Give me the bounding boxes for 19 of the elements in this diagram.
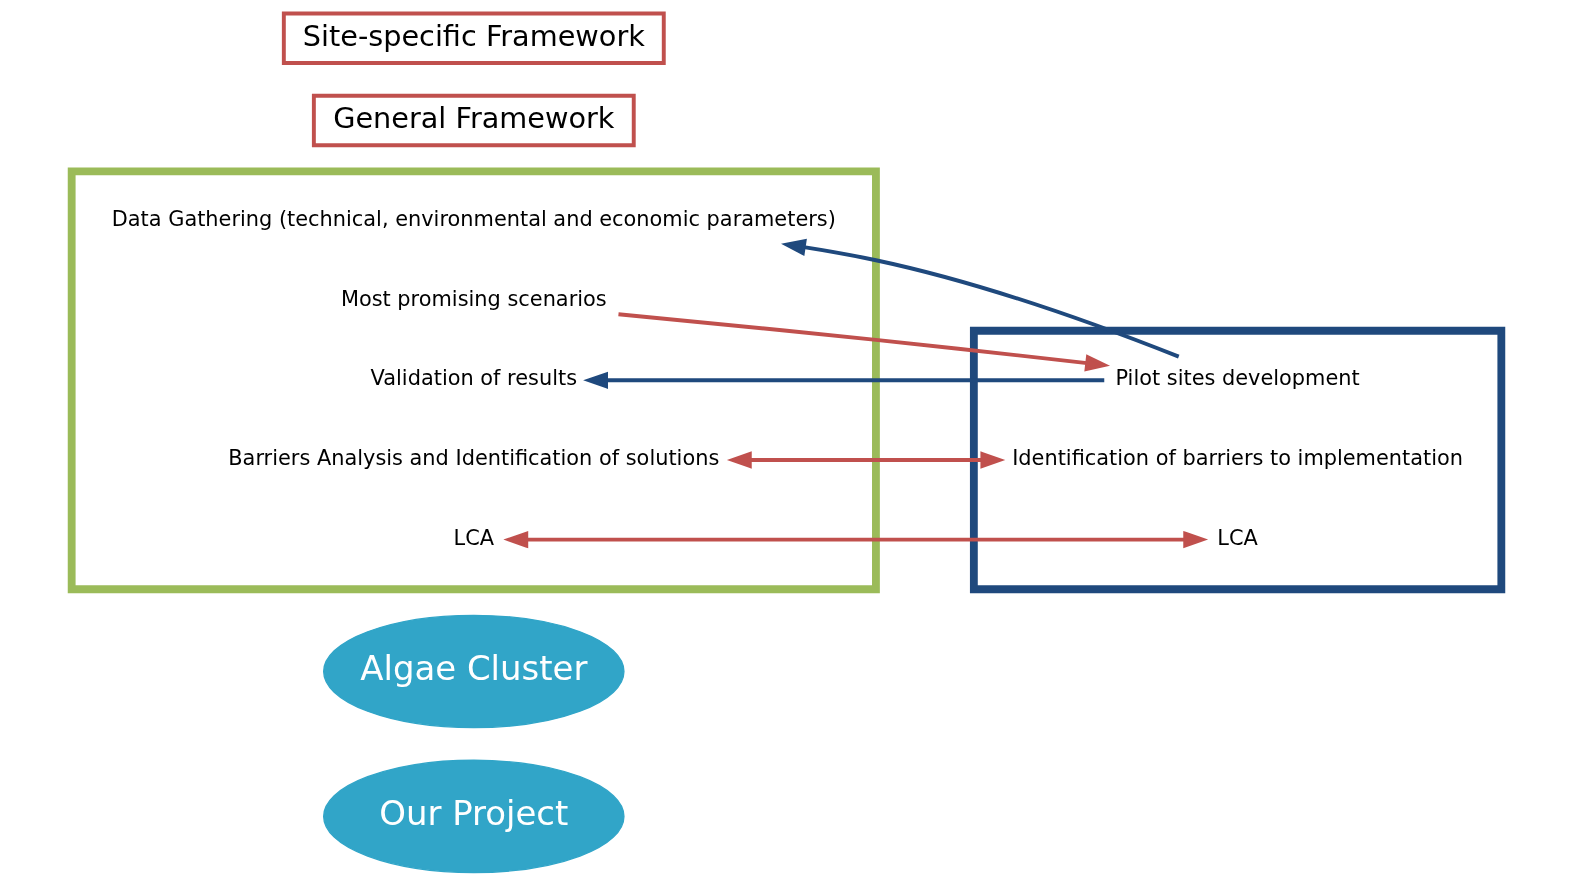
- cluster: [969, 326, 1506, 594]
- arrow: [618, 312, 1111, 372]
- node-ellipse: Algae Cluster: [323, 614, 625, 729]
- cluster: [67, 167, 880, 594]
- node-text: Barriers Analysis and Identification of solutions: [228, 445, 720, 470]
- node-text: Validation of results: [370, 366, 577, 391]
- node-text: Identification of barriers to implementation: [1012, 445, 1464, 470]
- arrow: [503, 530, 1209, 549]
- arrow: [583, 371, 1105, 390]
- node-text: LCA: [453, 525, 495, 550]
- arrow: [726, 451, 1006, 469]
- node-text: Most promising scenarios: [340, 286, 607, 311]
- node-text: Data Gathering (technical, environmental and economic parameters): [111, 207, 836, 231]
- node-ellipse: Our Project: [323, 759, 625, 874]
- node-text: LCA: [1217, 525, 1258, 550]
- arrow: [781, 238, 1180, 359]
- node-box: Site-specific Framework: [281, 11, 666, 65]
- node-text: Pilot sites development: [1115, 366, 1360, 391]
- node-box: General Framework: [311, 93, 636, 148]
